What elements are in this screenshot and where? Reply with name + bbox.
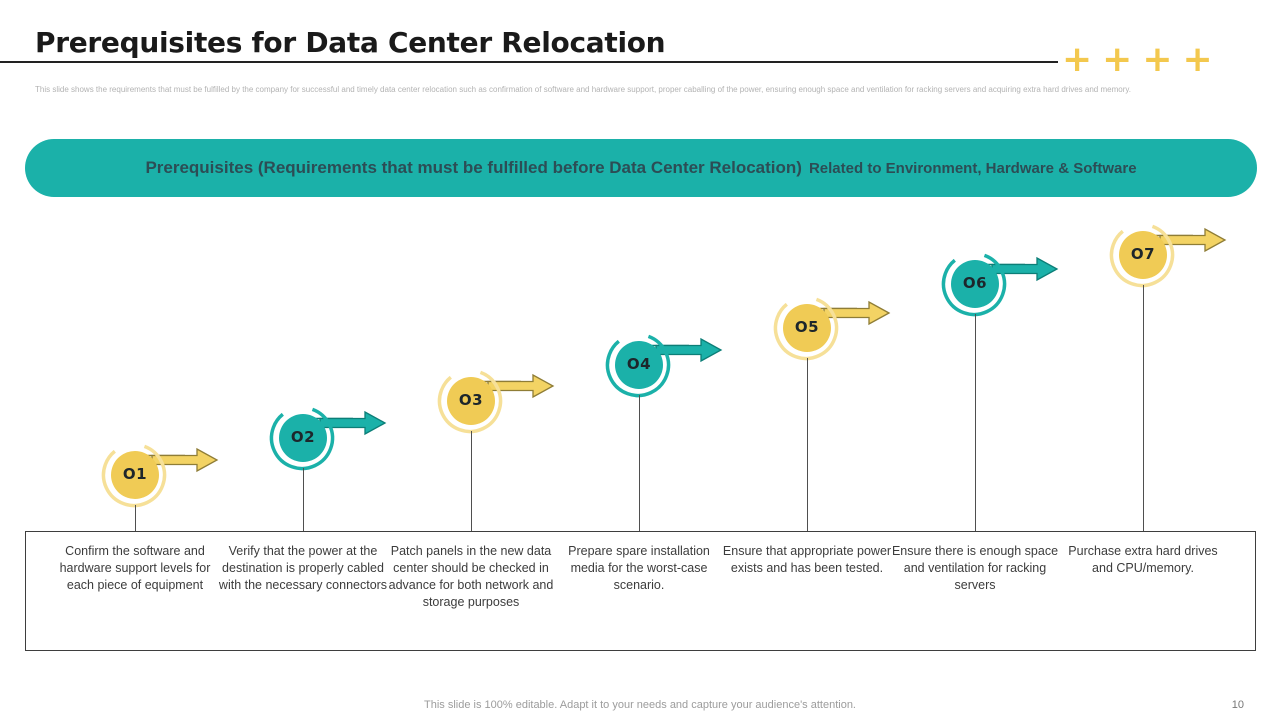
page-title: Prerequisites for Data Center Relocation bbox=[35, 26, 666, 59]
slide-description: This slide shows the requirements that m… bbox=[35, 85, 1131, 94]
plus-icon: + bbox=[1102, 39, 1133, 80]
step-number: O4 bbox=[626, 355, 652, 373]
step-circle-arrow-icon bbox=[941, 251, 1059, 317]
step-number: O1 bbox=[122, 465, 148, 483]
step-number: O3 bbox=[458, 391, 484, 409]
step-connector-line bbox=[302, 468, 304, 531]
step-circle-arrow-icon bbox=[773, 295, 891, 361]
step-number: O6 bbox=[962, 274, 988, 292]
step-connector-line bbox=[134, 505, 136, 531]
banner-title: Prerequisites (Requirements that must be… bbox=[145, 158, 802, 177]
title-underline bbox=[0, 61, 1058, 63]
plus-icon: + bbox=[1182, 39, 1213, 80]
editable-note: This slide is 100% editable. Adapt it to… bbox=[424, 699, 856, 711]
step-circle-arrow-icon bbox=[437, 368, 555, 434]
step-circle-arrow-icon bbox=[1109, 222, 1227, 288]
section-banner: Prerequisites (Requirements that must be… bbox=[25, 139, 1257, 197]
step-circle-arrow-icon bbox=[605, 332, 723, 398]
step-number: O7 bbox=[1130, 245, 1156, 263]
plus-decoration: + + + + bbox=[1062, 39, 1213, 80]
descriptions-frame bbox=[25, 531, 1256, 651]
step-connector-line bbox=[470, 431, 472, 531]
plus-icon: + bbox=[1062, 39, 1093, 80]
step-connector-line bbox=[806, 358, 808, 531]
step-connector-line bbox=[638, 395, 640, 531]
plus-icon: + bbox=[1142, 39, 1173, 80]
step-circle-arrow-icon bbox=[269, 405, 387, 471]
step-circle-arrow-icon bbox=[101, 442, 219, 508]
page-number: 10 bbox=[1231, 699, 1244, 711]
banner-subtitle: Related to Environment, Hardware & Softw… bbox=[808, 159, 1137, 177]
step-connector-line bbox=[1142, 285, 1144, 531]
step-connector-line bbox=[974, 314, 976, 531]
step-number: O5 bbox=[794, 318, 820, 336]
step-number: O2 bbox=[290, 428, 316, 446]
